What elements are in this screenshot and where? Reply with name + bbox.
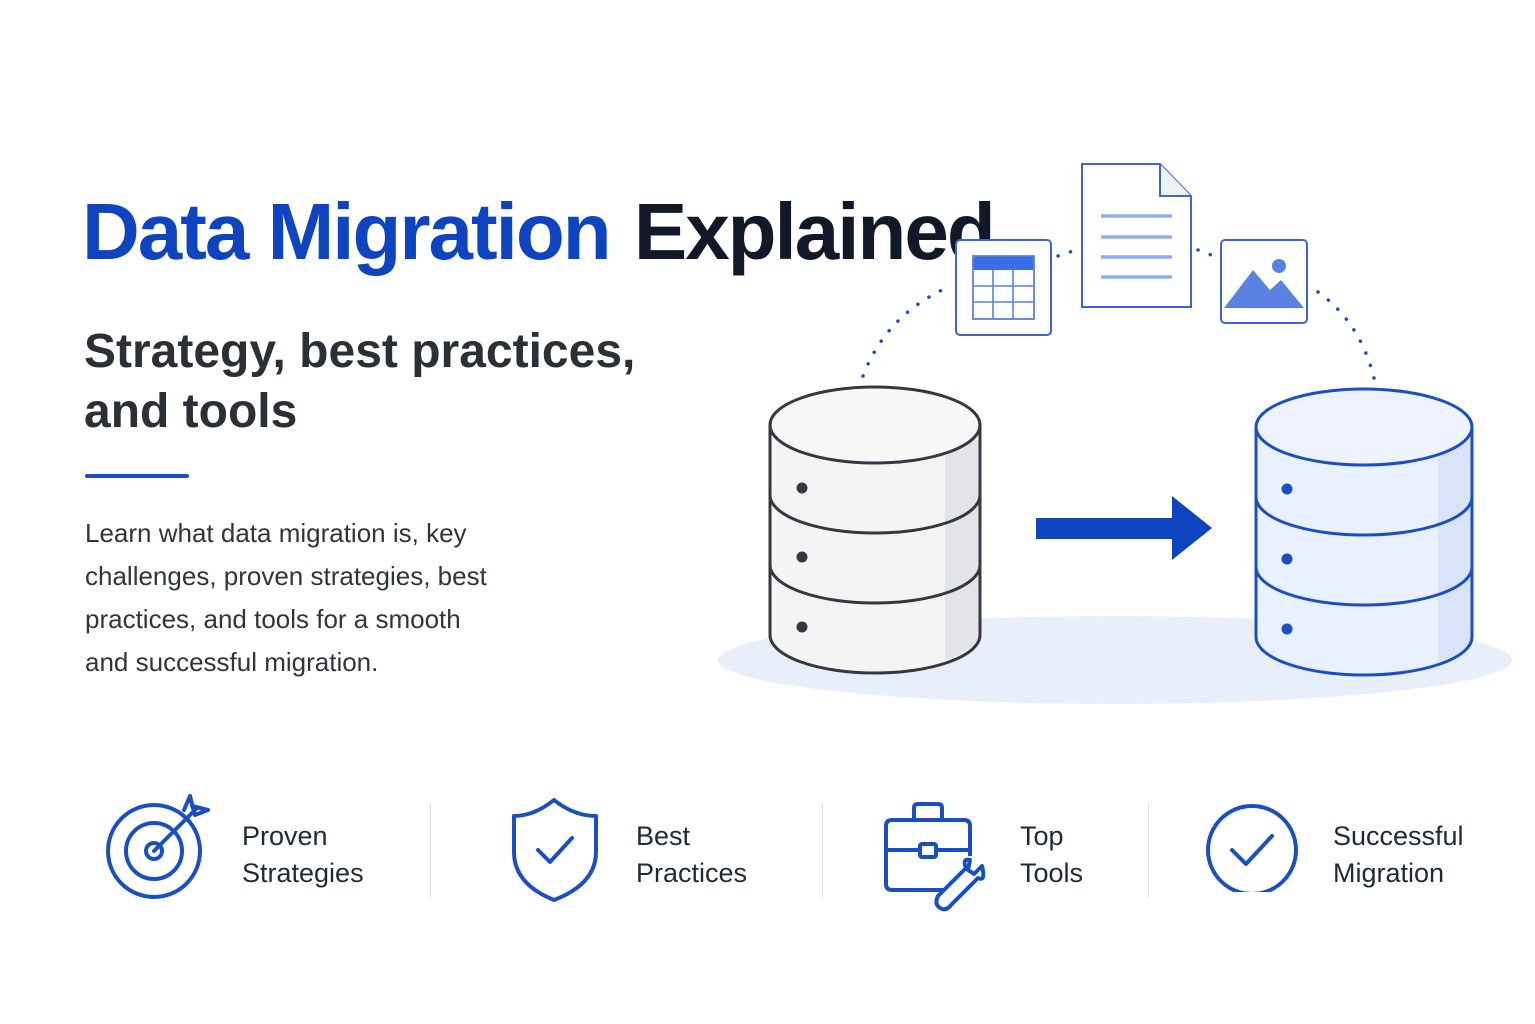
document-icon	[1081, 163, 1192, 308]
feature-line-2: Strategies	[242, 858, 364, 888]
title-divider	[85, 474, 189, 478]
feature-line-1: Top	[1020, 821, 1064, 851]
description-line-3: practices, and tools for a smooth	[85, 604, 461, 634]
shield-check-icon	[512, 798, 598, 902]
title-accent: Data Migration	[82, 187, 612, 276]
feature-separator	[430, 802, 431, 898]
source-database-icon	[768, 385, 982, 675]
title-rest: Explained	[633, 187, 996, 276]
page-title: Data Migration Explained	[82, 192, 996, 272]
subtitle-line-1: Strategy, best practices,	[84, 325, 636, 378]
arrow-right-icon	[1036, 496, 1212, 560]
feature-line-2: Tools	[1020, 858, 1084, 888]
feature-separator	[822, 802, 823, 898]
feature-separator	[1148, 802, 1149, 898]
feature-line-2: Practices	[636, 858, 748, 888]
description: Learn what data migration is, key challe…	[85, 512, 545, 684]
feature-line-1: Best	[636, 821, 691, 851]
subtitle: Strategy, best practices, and tools	[84, 322, 684, 442]
feature-row: Proven Strategies Best Practices	[0, 780, 1535, 920]
feature-label: Top Tools	[1020, 818, 1083, 892]
subtitle-line-2: and tools	[84, 385, 298, 438]
feature-line-2: Migration	[1333, 858, 1445, 888]
feature-line-1: Successful	[1333, 821, 1464, 851]
description-line-2: challenges, proven strategies, best	[85, 561, 487, 591]
description-line-1: Learn what data migration is, key	[85, 518, 467, 548]
dotted-arc-right	[1316, 290, 1376, 380]
dotted-arc-mid-right	[1196, 248, 1216, 258]
toolbox-icon	[884, 802, 986, 912]
feature-label: Successful Migration	[1333, 818, 1464, 892]
feature-label: Best Practices	[636, 818, 747, 892]
target-icon	[106, 794, 210, 899]
migration-illustration	[718, 163, 1512, 704]
description-line-4: and successful migration.	[85, 647, 379, 677]
dotted-arc-mid-left	[1056, 248, 1078, 258]
target-database-icon	[1254, 387, 1474, 677]
image-icon	[1220, 239, 1308, 324]
dotted-arc-left	[861, 288, 944, 378]
check-circle-icon	[1206, 804, 1298, 892]
feature-line-1: Proven	[242, 821, 328, 851]
spreadsheet-icon	[955, 239, 1052, 336]
feature-label: Proven Strategies	[242, 818, 364, 892]
